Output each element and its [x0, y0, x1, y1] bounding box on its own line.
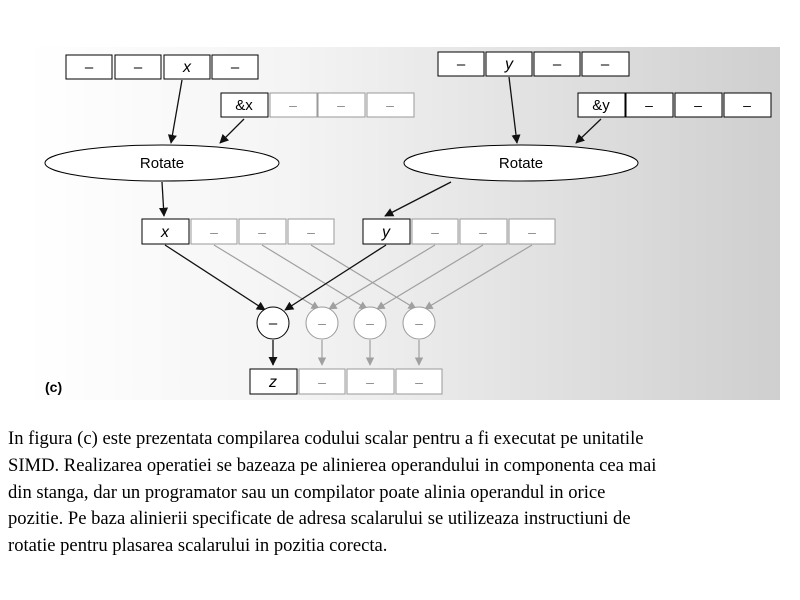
cell-addr-x: &x [220, 92, 269, 118]
cell-text: – [553, 56, 562, 73]
rotate-label: Rotate [140, 155, 184, 172]
cell-text: – [743, 97, 751, 113]
cell-text: – [85, 59, 94, 76]
caption-line: In figura (c) este prezentata compilarea… [8, 428, 644, 449]
caption-line: pozitie. Pe baza alinierii specificate d… [8, 508, 631, 530]
register-result: z – – – [249, 368, 443, 395]
figure-label: (c) [45, 379, 62, 395]
register-mid-left: x – – – [141, 218, 335, 245]
op-text: – [318, 315, 326, 331]
cell: – [238, 218, 287, 245]
cell: – [437, 51, 485, 77]
cell-text: – [479, 224, 487, 240]
arrow-x-to-rotate [167, 79, 183, 144]
cell: – [533, 51, 581, 77]
register-top-left: – – x – [65, 54, 259, 80]
cell-text: x [160, 224, 170, 241]
op-text: – [269, 315, 278, 332]
cell: – [298, 368, 346, 395]
cell-text: – [318, 374, 326, 390]
cell-text: y [504, 56, 514, 73]
cell-text: – [289, 97, 297, 113]
cell: – [581, 51, 630, 77]
cell-text: – [134, 59, 143, 76]
cell-text: x [182, 59, 192, 76]
cell-text: – [366, 374, 374, 390]
rotate-unit-left: Rotate [44, 144, 280, 182]
cell: – [395, 368, 443, 395]
cell: – [508, 218, 556, 245]
cell-text: – [337, 97, 345, 113]
cell-x: x [141, 218, 190, 245]
rotate-unit-right: Rotate [403, 144, 639, 182]
cell-text: – [528, 224, 536, 240]
register-addr-right: &y – – – [577, 92, 772, 118]
cell-text: – [601, 56, 610, 73]
cell-text: – [386, 97, 394, 113]
cell-y: y [362, 218, 411, 245]
arrow-rotate-to-x [158, 181, 169, 217]
cell: – [625, 92, 674, 118]
cell-text: &y [592, 97, 610, 114]
cell-text: – [231, 59, 240, 76]
arrow-rotate-to-y [384, 181, 452, 217]
register-addr-left: &x – – – [220, 92, 415, 118]
arrow-addrx-to-rotate [219, 118, 245, 144]
cell: – [411, 218, 459, 245]
cell: – [65, 54, 113, 80]
cell: – [674, 92, 723, 118]
cell-text: – [307, 224, 315, 240]
rotate-label: Rotate [499, 155, 543, 172]
simd-diagram: – – x – &x – – – – y – – &y – – – Rotate… [27, 47, 780, 400]
cell-text: y [381, 224, 391, 241]
op-circle: – [353, 306, 387, 340]
caption-line: din stanga, dar un programator sau un co… [8, 481, 606, 503]
register-mid-right: y – – – [362, 218, 556, 245]
cell: – [269, 92, 318, 118]
cell-text: – [258, 224, 266, 240]
caption-line: SIMD. Realizarea operatiei se bazeaza pe… [8, 454, 657, 476]
cell-text: – [694, 97, 702, 113]
cell-x: x [163, 54, 211, 80]
caption-line: rotatie pentru plasarea scalarului in po… [8, 535, 388, 557]
cell: – [211, 54, 259, 80]
arrow-addry-to-rotate [575, 118, 602, 144]
cell-text: – [210, 224, 218, 240]
op-text: – [415, 315, 423, 331]
cell: – [287, 218, 335, 245]
op-circle: – [305, 306, 339, 340]
cell-text: – [431, 224, 439, 240]
cell: – [114, 54, 162, 80]
caption-paragraph: In figura (c) este prezentata compilarea… [8, 426, 794, 560]
cell-text: z [268, 374, 277, 391]
cell: – [723, 92, 772, 118]
cell: – [190, 218, 238, 245]
cell-text: – [645, 97, 653, 113]
cell-text: – [457, 56, 466, 73]
cell: – [366, 92, 415, 118]
op-circle-active: – [256, 306, 290, 340]
arrow-y-to-rotate [508, 76, 521, 144]
cell-y: y [485, 51, 533, 77]
cell: – [317, 92, 366, 118]
cell-text: &x [235, 97, 253, 114]
cell: – [346, 368, 395, 395]
op-text: – [366, 315, 374, 331]
cell: – [459, 218, 508, 245]
cell-addr-y: &y [577, 92, 626, 118]
cell-text: – [415, 374, 423, 390]
operand-lines [164, 244, 533, 311]
op-circle: – [402, 306, 436, 340]
cell-z: z [249, 368, 298, 395]
register-top-right: – y – – [437, 51, 630, 77]
